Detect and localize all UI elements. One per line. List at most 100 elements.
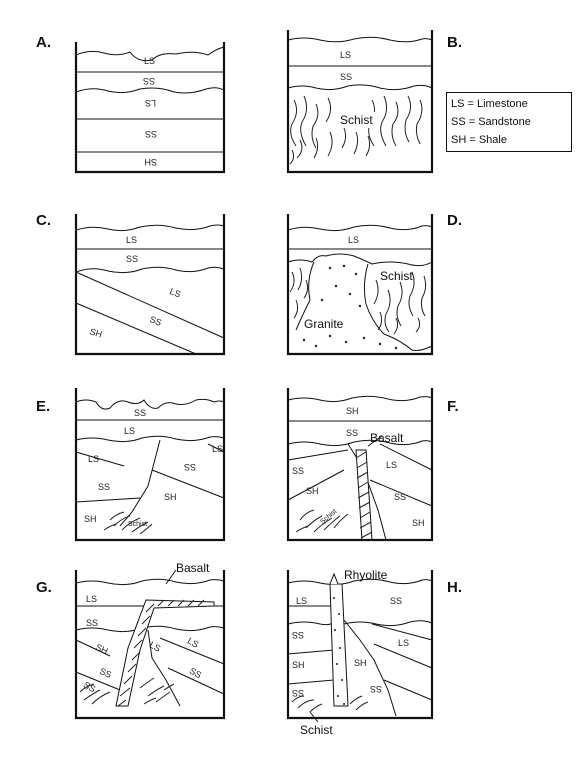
fault-g [147,629,181,707]
panel-label-c: C. [36,212,51,229]
layer-label: SS [184,462,196,472]
schist-foliation-d [289,267,427,335]
legend-item-limestone: LS = Limestone [451,98,528,110]
layer-label: SH [412,518,425,528]
schist-foliation-e [103,511,153,535]
panel-frame-a [74,42,226,174]
layer-label: SS [394,492,406,502]
surface-h [287,578,433,586]
layer-label: LS [148,640,163,654]
panel-label-g: G. [36,579,52,596]
basalt-label: Basalt [176,561,210,575]
surface-e [75,398,225,410]
layer-label: SH [94,642,110,656]
layer-label: LS [126,235,137,245]
layer-label: SS [82,680,97,695]
granite-label: Granite [304,317,344,331]
basalt-label: Basalt [370,431,404,445]
layer-label: LS [86,594,97,604]
granite-texture [302,264,398,350]
layer-label: LS [386,460,397,470]
panel-frame-d [286,214,434,356]
panel-frame-f [286,388,434,542]
legend-item-sandstone: SS = Sandstone [451,116,531,128]
layer-label: SS [370,684,382,694]
panel-frame-b [286,30,434,174]
schist-label: Schist [300,723,333,737]
schist-label: Schist [340,113,373,127]
panel-label-d: D. [447,212,462,229]
fault-e [119,439,161,527]
layer-label: SS [292,630,304,640]
layer-label: SH [84,514,97,524]
panel-label-f: F. [447,398,459,415]
fault-f [347,443,387,541]
layer-label: SH [306,486,319,496]
layer-label: SS [98,666,113,680]
panel-c: C. LS SS LS SS SH [36,212,226,356]
rhyolite-label: Rhyolite [344,568,388,582]
layer-label: SS [340,72,352,82]
schist-foliation-b [289,95,423,165]
layer-label: LS [145,98,156,108]
panel-e: E. SS LS LS SS SH SS SH LS Schist [36,388,226,542]
layer-label: LS [168,286,182,299]
panel-label-a: A. [36,34,51,51]
surface-c [75,224,225,232]
layer-label: LS [340,50,351,60]
panel-h: H. Rhyolite Schist LS SS SH SS [286,568,462,737]
layer-label: SS [390,596,402,606]
layer-label: SH [164,492,177,502]
panel-b: B. LS SS Schist [286,30,462,174]
layer-label: SS [145,129,157,139]
panel-f: F. Basalt SH SS SS SH LS SS [286,388,459,542]
layer-label: LS [296,596,307,606]
fault-h [343,619,397,717]
panel-g: G. Basalt LS SS [36,561,226,720]
legend-item-shale: SH = Shale [451,134,507,146]
surface-b [287,36,433,43]
layer-label: SS [292,688,304,698]
layer-label: SH [346,406,359,416]
layer-label: LS [186,636,201,650]
schist-label: Schist [380,269,413,283]
small-schist-label: Schist [319,508,338,526]
layer-label: SS [143,76,155,86]
layer-label: SS [98,482,110,492]
layer-label: SS [86,618,98,628]
surface-d [287,224,433,232]
schist-foliation-g [79,677,175,705]
layer-label: SS [134,408,146,418]
surface-a [75,46,225,62]
layer-label: LS [88,454,99,464]
layer-label: SH [144,157,157,167]
layer-label: SH [88,326,103,339]
layer-label: LS [348,235,359,245]
panel-d: D. LS Schist Granite [286,212,462,356]
layer-label: SH [354,658,367,668]
panel-label-e: E. [36,398,50,415]
rhyolite-dike-h [329,572,349,707]
basalt-dike-f [355,449,373,541]
layer-label: SS [292,466,304,476]
rock-type-legend: LS = Limestone SS = Sandstone SH = Shale [446,92,572,152]
layer-label: LS [212,444,223,454]
layer-label: SS [346,428,358,438]
panel-frame-g [74,570,226,720]
panel-frame-e [74,388,226,542]
panel-frame-c [74,214,226,356]
panel-frame-h [286,570,434,720]
surface-f [287,395,433,403]
layer-label: SS [148,314,163,328]
layer-label: LS [144,56,155,66]
layer-label: LS [398,638,409,648]
panel-label-b: B. [447,34,462,51]
layer-label: SH [292,660,305,670]
panel-a: A. LS SS LS SS SH [36,34,226,174]
layer-label: LS [124,426,135,436]
panel-label-h: H. [447,579,462,596]
layer-label: SS [126,254,138,264]
surface-g [75,578,225,586]
